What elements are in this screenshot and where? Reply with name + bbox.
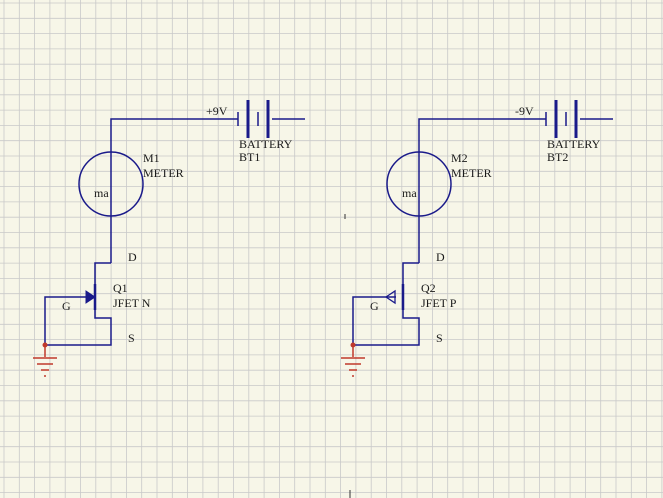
pin-drain-label: D	[128, 250, 137, 264]
pin-drain-label: D	[436, 250, 445, 264]
transistor-q2[interactable]	[384, 284, 405, 310]
meter-m1[interactable]	[78, 151, 144, 217]
gate-arrow-icon	[85, 290, 96, 304]
circuit-1-wiring	[44, 118, 305, 346]
gate-arrow-icon	[384, 289, 396, 305]
battery-type-label: BATTERY	[239, 137, 293, 151]
meter-ref-label: M1	[143, 151, 160, 165]
meter-m2[interactable]	[386, 151, 452, 217]
meter-type-label: METER	[451, 166, 492, 180]
transistor-type-label: JFET N	[113, 296, 151, 310]
transistor-q1[interactable]	[85, 284, 97, 310]
transistor-ref-label: Q1	[113, 281, 128, 295]
pin-gate-label: G	[370, 299, 379, 313]
transistor-ref-label: Q2	[421, 281, 436, 295]
transistor-type-label: JFET P	[421, 296, 457, 310]
circuit-2: -9V BATTERY BT2 ma M2 METER D G S Q2 JFE…	[341, 100, 613, 377]
ground-icon	[33, 342, 57, 377]
battery-voltage-label: +9V	[206, 104, 228, 118]
battery-ref-label: BT2	[547, 150, 568, 164]
meter-ref-label: M2	[451, 151, 468, 165]
meter-type-label: METER	[143, 166, 184, 180]
battery-bt2[interactable]	[545, 100, 578, 138]
pin-source-label: S	[436, 331, 443, 345]
circuit-1: +9V BATTERY BT1 ma M1 METER D G S Q1 JFE…	[33, 100, 305, 377]
pin-gate-label: G	[62, 299, 71, 313]
meter-unit-label: ma	[402, 186, 417, 200]
meter-unit-label: ma	[94, 186, 109, 200]
battery-voltage-label: -9V	[515, 104, 534, 118]
battery-type-label: BATTERY	[547, 137, 601, 151]
ground-icon	[341, 342, 365, 377]
battery-bt1[interactable]	[237, 100, 270, 138]
pin-source-label: S	[128, 331, 135, 345]
battery-ref-label: BT1	[239, 150, 260, 164]
circuit-2-wiring	[352, 118, 613, 346]
